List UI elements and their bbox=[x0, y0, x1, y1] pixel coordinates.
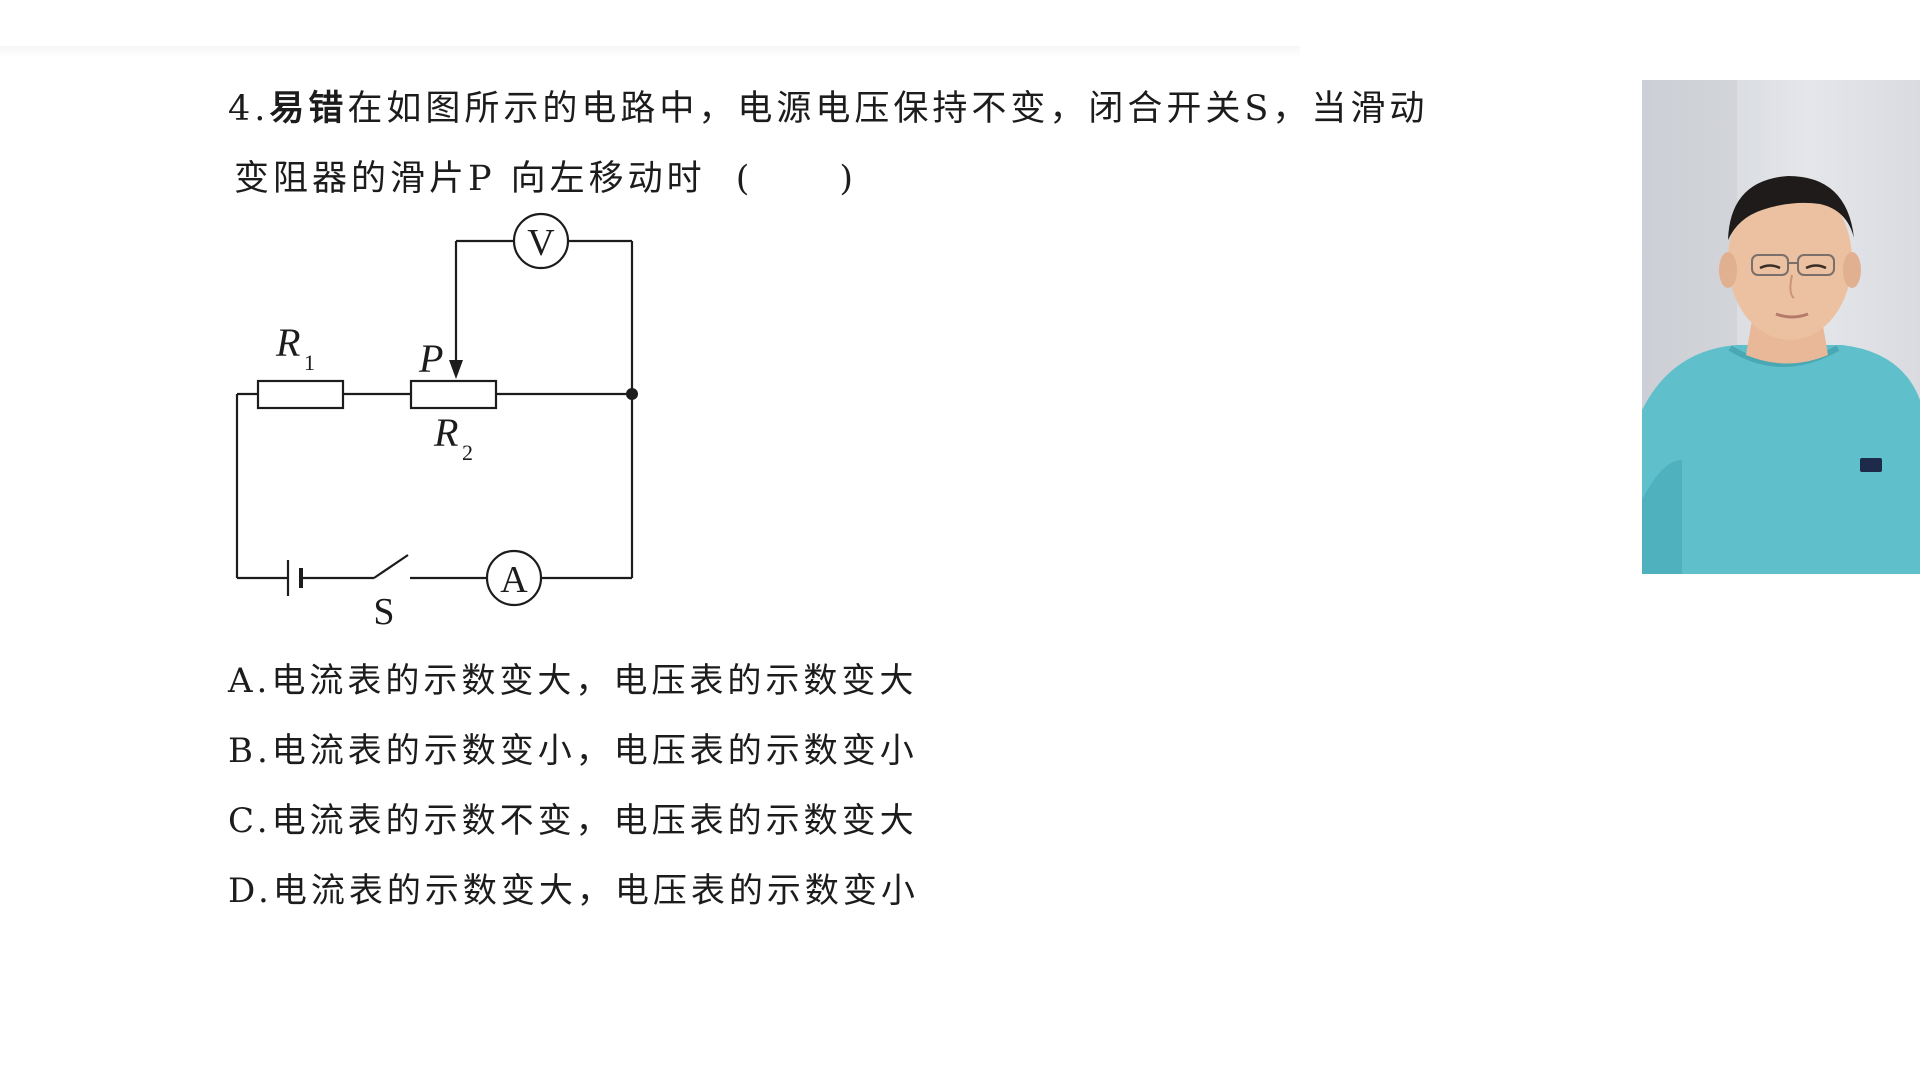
label-switch: S bbox=[373, 591, 394, 633]
question-line-2: 变阻器的滑片P 向左移动时 () bbox=[228, 144, 1428, 214]
rheostat-r2 bbox=[409, 379, 498, 410]
question-line-1: 4.易错在如图所示的电路中，电源电压保持不变，闭合开关S，当滑动 bbox=[228, 74, 1428, 144]
label-r2-sub: 2 bbox=[462, 440, 473, 465]
label-r1: R bbox=[275, 320, 300, 365]
answer-options: A.电流表的示数变大，电压表的示数变大 B.电流表的示数变小，电压表的示数变小 … bbox=[228, 646, 919, 926]
top-edge-shadow bbox=[0, 46, 1300, 58]
question-stem-2: 变阻器的滑片P 向左移动时 bbox=[234, 159, 706, 199]
answer-paren-open: ( bbox=[735, 159, 750, 199]
answer-blank: () bbox=[736, 144, 853, 214]
label-r2: R bbox=[433, 410, 458, 455]
presenter-video bbox=[1642, 80, 1920, 574]
option-d[interactable]: D.电流表的示数变大，电压表的示数变小 bbox=[228, 871, 919, 911]
option-c[interactable]: C.电流表的示数不变，电压表的示数变大 bbox=[228, 801, 918, 841]
label-p: P bbox=[418, 336, 443, 381]
label-voltmeter: V bbox=[527, 222, 555, 264]
label-r1-sub: 1 bbox=[304, 350, 315, 375]
resistor-r1 bbox=[256, 379, 345, 410]
option-b[interactable]: B.电流表的示数变小，电压表的示数变小 bbox=[228, 731, 918, 771]
slider-arrow bbox=[449, 360, 463, 379]
label-ammeter: A bbox=[500, 559, 528, 601]
switch-s bbox=[373, 554, 409, 579]
answer-paren-close: ) bbox=[839, 159, 853, 199]
webcam-feed bbox=[1642, 80, 1920, 574]
option-a[interactable]: A.电流表的示数变大，电压表的示数变大 bbox=[228, 661, 918, 701]
question-text: 4.易错在如图所示的电路中，电源电压保持不变，闭合开关S，当滑动 变阻器的滑片P… bbox=[228, 74, 1428, 214]
question-tag: 易错 bbox=[269, 88, 348, 129]
question-number: 4. bbox=[228, 89, 270, 129]
junction-dot bbox=[626, 388, 638, 400]
question-stem-1: 在如图所示的电路中，电源电压保持不变，闭合开关S，当滑动 bbox=[347, 89, 1429, 129]
